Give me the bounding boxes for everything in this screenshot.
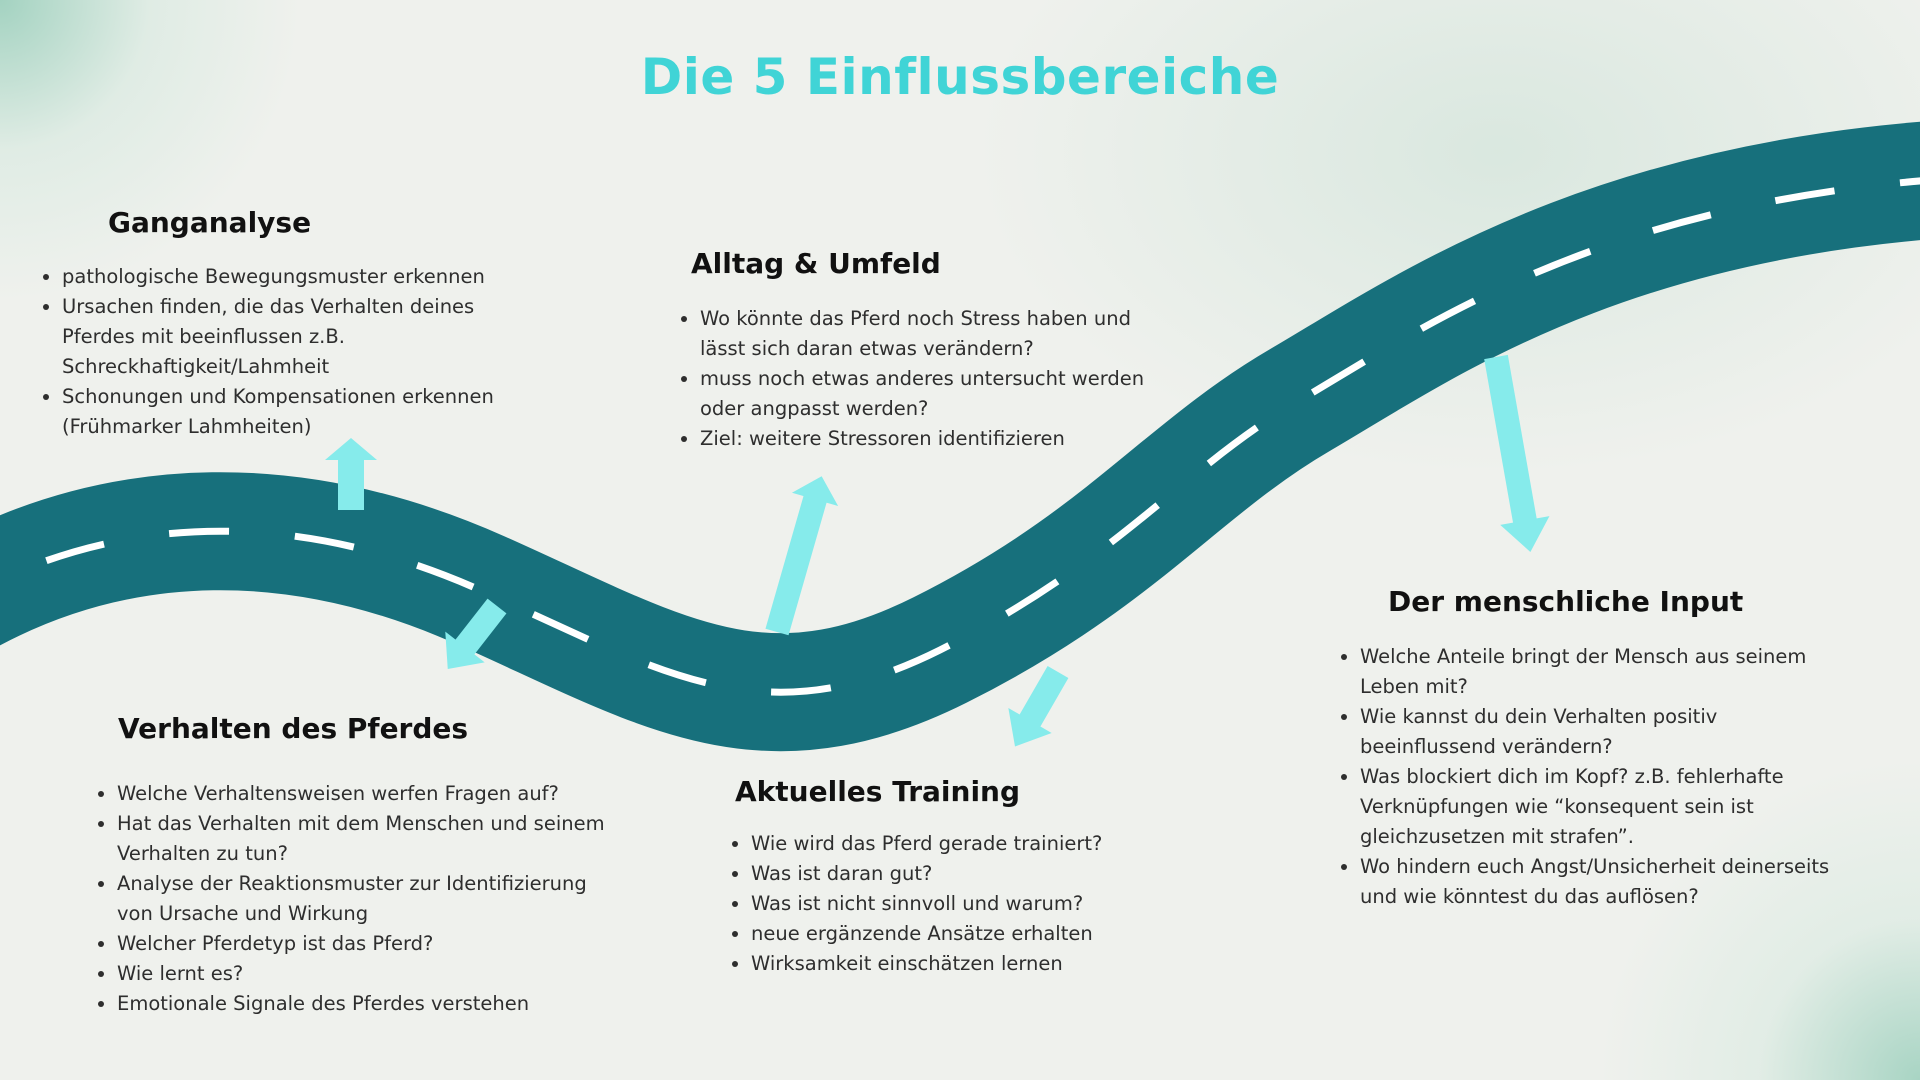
list-item: Ziel: weitere Stressoren identifizieren [700, 424, 1168, 454]
list-item: Wo hindern euch Angst/Unsicherheit deine… [1360, 852, 1850, 912]
list-item: Hat das Verhalten mit dem Menschen und s… [117, 809, 617, 869]
list-item: muss noch etwas anderes untersucht werde… [700, 364, 1168, 424]
list-item: Wie wird das Pferd gerade trainiert? [751, 829, 1211, 859]
list-item: Was blockiert dich im Kopf? z.B. fehlerh… [1360, 762, 1850, 852]
arrow-up-ganganalyse [325, 438, 377, 510]
heading-ganganalyse: Ganganalyse [108, 206, 312, 239]
list-ganganalyse: pathologische Bewegungsmuster erkennen U… [38, 262, 532, 442]
list-alltag: Wo könnte das Pferd noch Stress haben un… [676, 304, 1168, 454]
list-item: Schonungen und Kompensationen erkennen (… [62, 382, 532, 442]
list-item: Wo könnte das Pferd noch Stress haben un… [700, 304, 1168, 364]
list-mensch: Welche Anteile bringt der Mensch aus sei… [1336, 642, 1850, 912]
arrow-down-verhalten [445, 598, 507, 670]
road-center-dashes [0, 177, 1920, 696]
list-item: Welche Verhaltensweisen werfen Fragen au… [117, 779, 617, 809]
list-item: Wie kannst du dein Verhalten positiv bee… [1360, 702, 1850, 762]
list-item: Welche Anteile bringt der Mensch aus sei… [1360, 642, 1850, 702]
heading-mensch: Der menschliche Input [1388, 585, 1744, 618]
list-item: Wie lernt es? [117, 959, 617, 989]
list-item: Was ist daran gut? [751, 859, 1211, 889]
heading-alltag: Alltag & Umfeld [691, 247, 941, 280]
arrow-down-mensch [1484, 354, 1550, 552]
list-item: Was ist nicht sinnvoll und warum? [751, 889, 1211, 919]
heading-training: Aktuelles Training [735, 775, 1021, 808]
arrow-up-alltag [765, 476, 839, 636]
list-item: neue ergänzende Ansätze erhalten [751, 919, 1211, 949]
list-training: Wie wird das Pferd gerade trainiert? Was… [727, 829, 1211, 979]
heading-verhalten: Verhalten des Pferdes [118, 712, 469, 745]
page-title: Die 5 Einflussbereiche [640, 48, 1280, 106]
list-verhalten: Welche Verhaltensweisen werfen Fragen au… [93, 779, 617, 1019]
list-item: Ursachen finden, die das Verhalten deine… [62, 292, 532, 382]
list-item: Emotionale Signale des Pferdes verstehen [117, 989, 617, 1019]
arrow-down-training [1008, 666, 1069, 747]
list-item: Analyse der Reaktionsmuster zur Identifi… [117, 869, 617, 929]
list-item: Welcher Pferdetyp ist das Pferd? [117, 929, 617, 959]
list-item: pathologische Bewegungsmuster erkennen [62, 262, 532, 292]
list-item: Wirksamkeit einschätzen lernen [751, 949, 1211, 979]
